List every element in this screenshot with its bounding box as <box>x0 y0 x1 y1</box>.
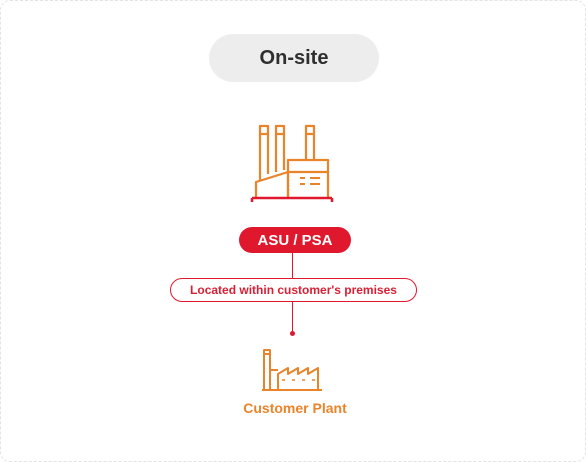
connector-line <box>292 302 293 332</box>
connector-dot <box>290 331 295 336</box>
location-note: Located within customer's premises <box>170 278 417 302</box>
page-title: On-site <box>209 34 379 82</box>
customer-plant-label: Customer Plant <box>243 400 347 416</box>
connector-line <box>292 253 293 279</box>
factory-icon <box>262 349 322 391</box>
asu-psa-badge: ASU / PSA <box>239 227 351 253</box>
industrial-plant-icon <box>250 124 334 202</box>
